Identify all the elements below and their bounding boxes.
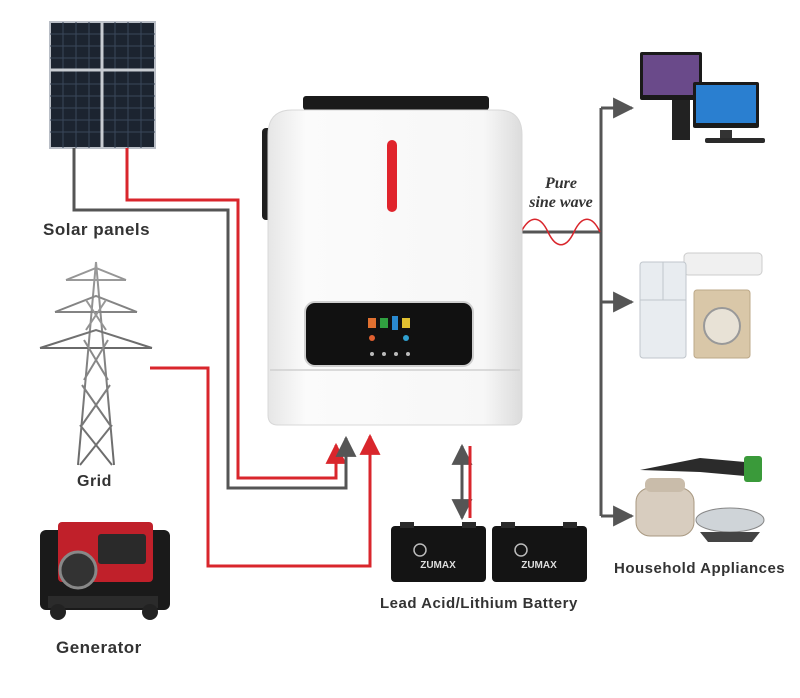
battery-left-icon: [391, 522, 486, 582]
computer-monitors-icon: [640, 52, 765, 143]
lcd-icons: [368, 316, 410, 356]
solar-panel-icon: [49, 21, 156, 149]
battery-label: Lead Acid/Lithium Battery: [380, 595, 578, 612]
sine-wave-line2: sine wave: [529, 194, 593, 211]
sine-wave-icon: [520, 218, 601, 246]
solar-ground-line: [72, 148, 357, 490]
household-appliances-label: Household Appliances: [614, 560, 786, 577]
solar-panels-label: Solar panels: [43, 220, 151, 239]
status-light-bar: [387, 140, 397, 212]
grid-label: Grid: [77, 473, 112, 490]
kitchen-appliances-icon: [635, 456, 765, 542]
battery-right-icon: [492, 522, 587, 582]
fridge-ac-washer-icon: [639, 252, 763, 359]
power-tower-icon: [39, 261, 153, 466]
solar-dc-line: [125, 148, 347, 480]
lcd-display: [304, 301, 474, 367]
generator-label: Generator: [56, 638, 142, 657]
sine-wave-line1: Pure: [545, 175, 577, 192]
battery-brand-right: ZUMAX: [521, 560, 557, 571]
inverter-unit: [262, 96, 523, 426]
grid-line: [150, 366, 381, 568]
generator-icon: [40, 522, 170, 620]
battery-brand-left: ZUMAX: [420, 560, 456, 571]
sine-wave-label: Pure sine wave: [518, 174, 604, 212]
